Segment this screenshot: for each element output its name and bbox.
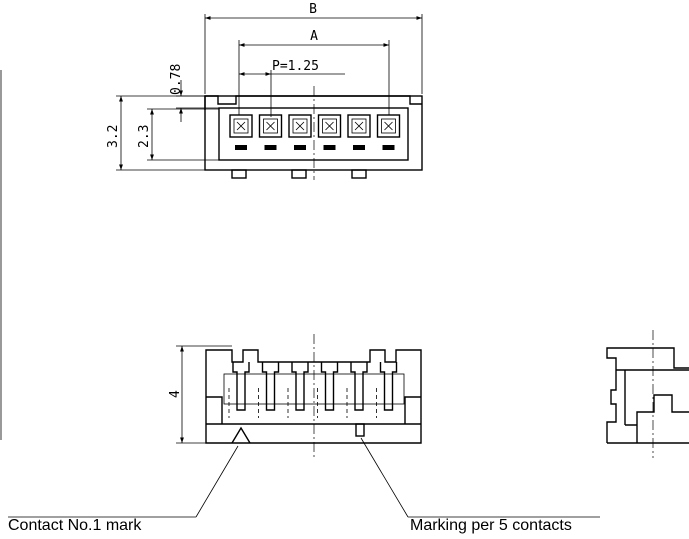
marking-per-5-contacts-label: Marking per 5 contacts: [410, 517, 572, 534]
top-view-dimensions: B A P=1.25 0.78 3.2 2.3: [106, 2, 423, 171]
five-contact-marking: [355, 423, 365, 437]
side-view: [606, 330, 689, 458]
dimension-3-2-label: 3.2: [106, 125, 121, 148]
front-view-outline: [205, 349, 422, 444]
pitch-label: P=1.25: [272, 59, 319, 74]
contact-no1-triangle: [231, 426, 251, 444]
top-view: [204, 86, 423, 180]
top-contact-window: [229, 114, 253, 150]
dimension-b-label: B: [309, 2, 317, 17]
dimension-2-3-label: 2.3: [137, 125, 152, 148]
front-contact-slot: [258, 362, 280, 418]
side-view-outline: [606, 347, 689, 443]
top-contact-window: [317, 114, 342, 150]
top-contact-window: [258, 114, 283, 150]
contact-no1-callout: Contact No.1 mark: [8, 445, 239, 534]
front-view: [205, 334, 422, 458]
front-contact-slot: [228, 362, 250, 418]
front-view-contacts: [228, 362, 398, 418]
top-view-contacts: [229, 114, 401, 150]
front-view-dimension: 4: [168, 345, 232, 444]
top-contact-window: [347, 114, 371, 150]
front-contact-slot: [346, 362, 368, 418]
top-contact-window: [376, 114, 401, 150]
dimension-0-78-label: 0.78: [169, 64, 184, 95]
dimension-4-label: 4: [168, 390, 183, 398]
marking-callout: Marking per 5 contacts: [360, 437, 600, 534]
top-view-latch-bumps: [231, 169, 367, 179]
dimension-a-label: A: [310, 29, 318, 44]
front-contact-slot: [317, 362, 339, 418]
front-contact-slot: [287, 362, 309, 418]
front-contact-slot: [376, 362, 398, 418]
contact-no1-mark-label: Contact No.1 mark: [8, 517, 142, 534]
top-view-cavity-frame: [218, 107, 409, 161]
top-contact-window: [288, 114, 312, 150]
